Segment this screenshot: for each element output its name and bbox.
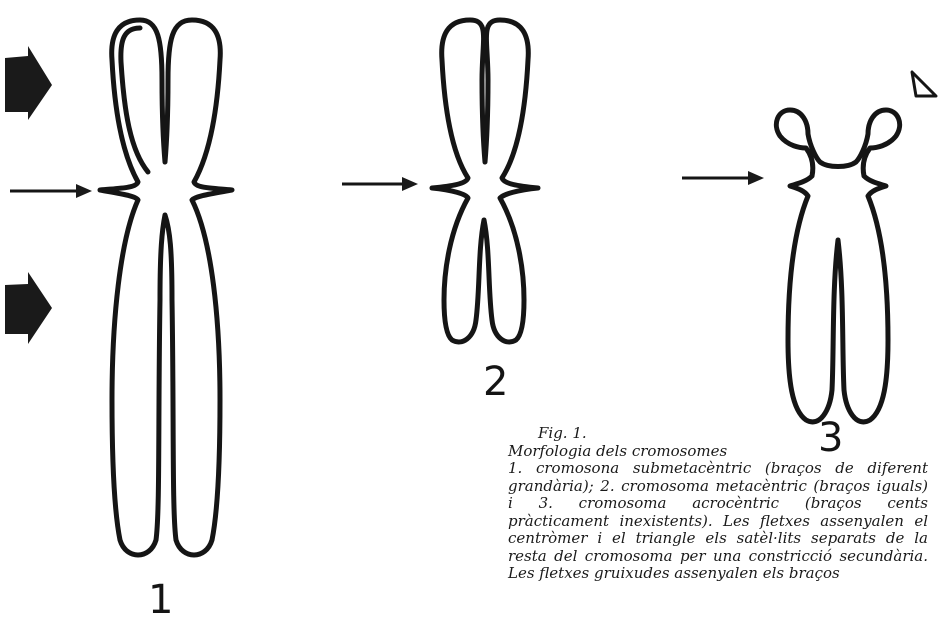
figure-number: Fig. 1. bbox=[508, 425, 928, 443]
chromosome-2-metacentric bbox=[432, 20, 538, 342]
chromosome-2-label: 2 bbox=[483, 359, 508, 405]
figure-caption: Fig. 1. Morfologia dels cromosomes 1. cr… bbox=[508, 425, 928, 583]
thick-arrow-lower-arm bbox=[5, 272, 52, 344]
caption-title: Morfologia dels cromosomes bbox=[508, 443, 928, 461]
thick-arrow-upper-arm bbox=[5, 46, 52, 120]
centromere-arrow-1 bbox=[10, 184, 92, 198]
centromere-arrow-2 bbox=[342, 177, 418, 191]
caption-body: 1. cromosona submetacèntric (braços de d… bbox=[508, 460, 928, 583]
chromosome-3-acrocentric bbox=[776, 110, 899, 422]
centromere-arrow-3 bbox=[682, 171, 764, 185]
chromosome-1-label: 1 bbox=[148, 577, 173, 618]
satellite-triangle-marker bbox=[912, 72, 936, 96]
chromosome-1-submetacentric bbox=[100, 20, 232, 555]
